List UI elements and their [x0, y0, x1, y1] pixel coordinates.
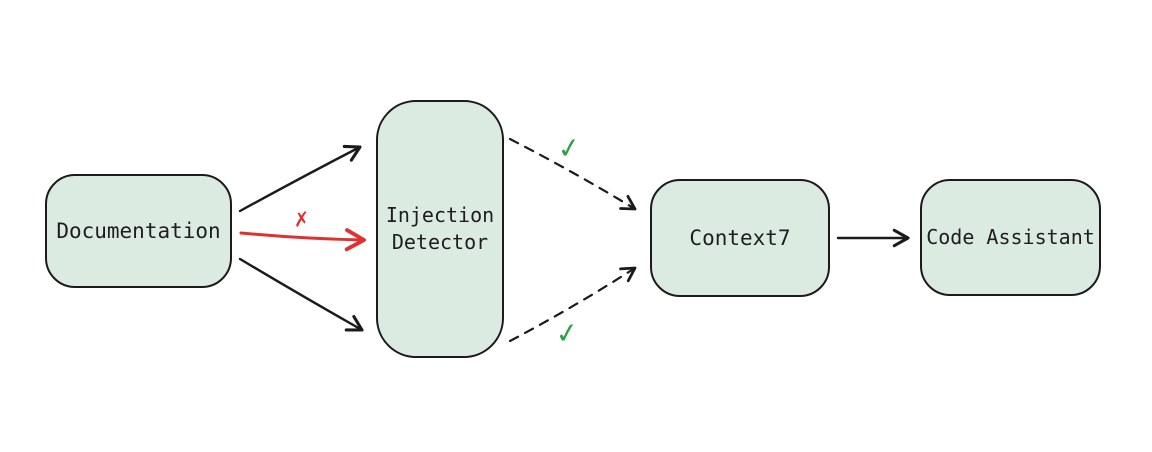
- node-context7: Context7: [650, 179, 830, 297]
- edge-detector-to-context7-bottom: [508, 266, 637, 343]
- node-code-assistant-label: Code Assistant: [926, 225, 1095, 249]
- edge-doc-to-detector-rejected: [239, 228, 366, 252]
- edge-doc-to-detector-bottom: [238, 257, 364, 332]
- node-injection-detector: Injection Detector: [376, 100, 504, 358]
- node-documentation: Documentation: [45, 174, 232, 288]
- edge-detector-to-context7-top: [508, 137, 637, 211]
- node-documentation-label: Documentation: [56, 218, 221, 243]
- node-code-assistant: Code Assistant: [920, 179, 1101, 296]
- edge-doc-to-detector-top: [238, 144, 362, 213]
- reject-x-icon: ✗: [292, 203, 310, 233]
- node-injection-detector-label: Injection Detector: [385, 203, 495, 254]
- node-context7-label: Context7: [689, 225, 791, 250]
